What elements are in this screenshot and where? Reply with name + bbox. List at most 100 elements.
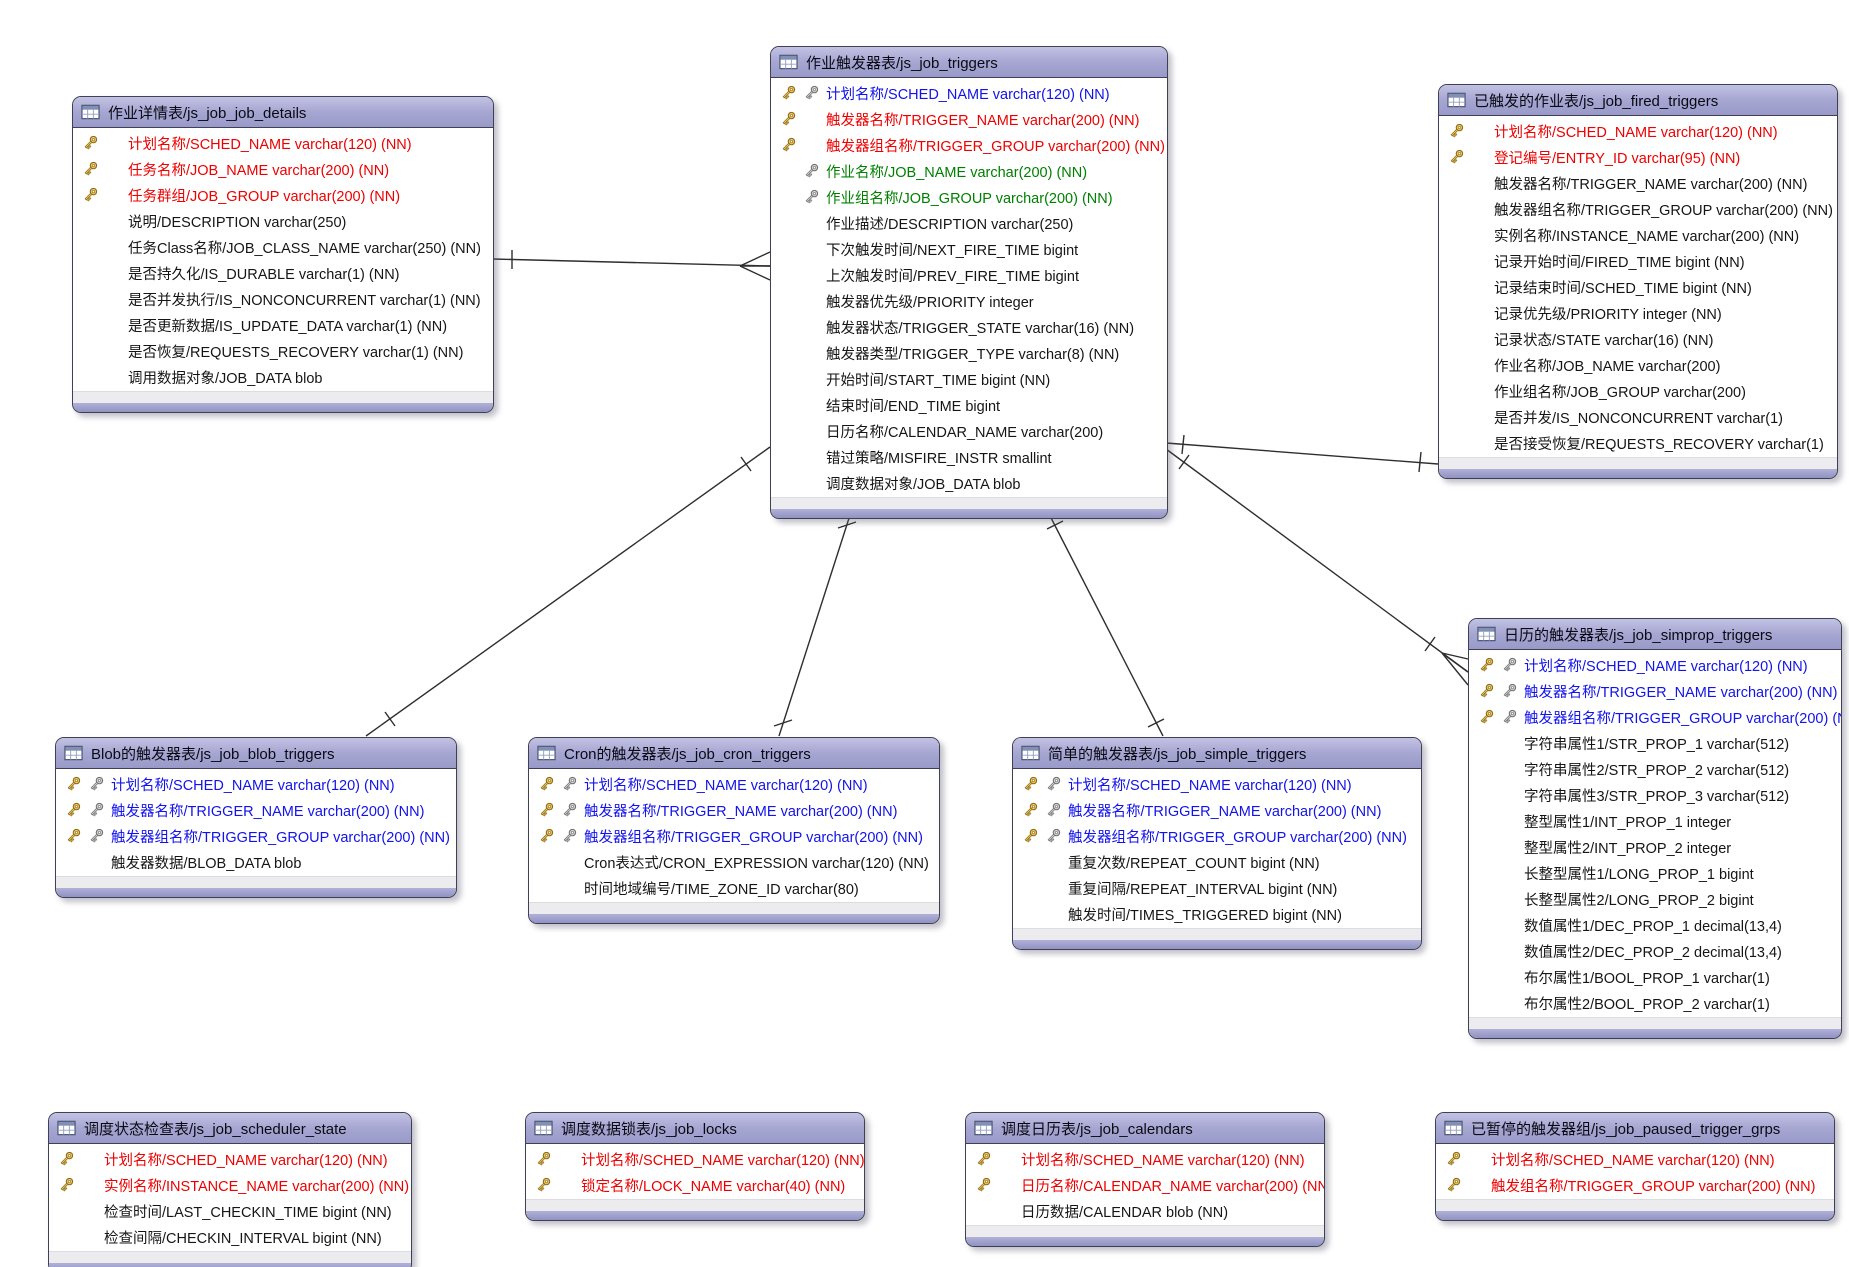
field-row[interactable]: 计划名称/SCHED_NAME varchar(120) (NN)	[529, 771, 939, 797]
field-row[interactable]: 触发器组名称/TRIGGER_GROUP varchar(200) (NN)	[771, 132, 1167, 158]
field-row[interactable]: 实例名称/INSTANCE_NAME varchar(200) (NN)	[1439, 222, 1837, 248]
field-row[interactable]: 计划名称/SCHED_NAME varchar(120) (NN)	[526, 1146, 864, 1172]
table-simple_triggers[interactable]: 简单的触发器表/js_job_simple_triggers 计划名称/SCHE…	[1012, 737, 1422, 950]
field-row[interactable]: 是否恢复/REQUESTS_RECOVERY varchar(1) (NN)	[73, 338, 493, 364]
field-row[interactable]: 触发器组名称/TRIGGER_GROUP varchar(200) (NN)	[1013, 823, 1421, 849]
field-row[interactable]: 日历名称/CALENDAR_NAME varchar(200)	[771, 418, 1167, 444]
field-row[interactable]: 计划名称/SCHED_NAME varchar(120) (NN)	[56, 771, 456, 797]
table-header[interactable]: 已触发的作业表/js_job_fired_triggers	[1439, 85, 1837, 116]
field-row[interactable]: 字符串属性2/STR_PROP_2 varchar(512)	[1469, 756, 1841, 782]
field-row[interactable]: 锁定名称/LOCK_NAME varchar(40) (NN)	[526, 1172, 864, 1198]
table-header[interactable]: 调度状态检查表/js_job_scheduler_state	[49, 1113, 411, 1144]
field-row[interactable]: 触发器优先级/PRIORITY integer	[771, 288, 1167, 314]
table-header[interactable]: 作业触发器表/js_job_triggers	[771, 47, 1167, 78]
field-row[interactable]: 记录优先级/PRIORITY integer (NN)	[1439, 300, 1837, 326]
field-row[interactable]: 计划名称/SCHED_NAME varchar(120) (NN)	[1436, 1146, 1834, 1172]
field-row[interactable]: 触发器类型/TRIGGER_TYPE varchar(8) (NN)	[771, 340, 1167, 366]
field-row[interactable]: 是否接受恢复/REQUESTS_RECOVERY varchar(1)	[1439, 430, 1837, 456]
field-row[interactable]: 触发器名称/TRIGGER_NAME varchar(200) (NN)	[771, 106, 1167, 132]
field-row[interactable]: 计划名称/SCHED_NAME varchar(120) (NN)	[1013, 771, 1421, 797]
field-row[interactable]: 错过策略/MISFIRE_INSTR smallint	[771, 444, 1167, 470]
table-job_details[interactable]: 作业详情表/js_job_job_details 计划名称/SCHED_NAME…	[72, 96, 494, 413]
table-cron_triggers[interactable]: Cron的触发器表/js_job_cron_triggers 计划名称/SCHE…	[528, 737, 940, 924]
field-row[interactable]: 调用数据对象/JOB_DATA blob	[73, 364, 493, 390]
field-row[interactable]: 是否持久化/IS_DURABLE varchar(1) (NN)	[73, 260, 493, 286]
field-row[interactable]: 检查时间/LAST_CHECKIN_TIME bigint (NN)	[49, 1198, 411, 1224]
field-row[interactable]: 计划名称/SCHED_NAME varchar(120) (NN)	[73, 130, 493, 156]
field-row[interactable]: 触发器组名称/TRIGGER_GROUP varchar(200) (NN)	[56, 823, 456, 849]
field-row[interactable]: 登记编号/ENTRY_ID varchar(95) (NN)	[1439, 144, 1837, 170]
field-row[interactable]: 日历数据/CALENDAR blob (NN)	[966, 1198, 1324, 1224]
field-row[interactable]: 字符串属性3/STR_PROP_3 varchar(512)	[1469, 782, 1841, 808]
field-row[interactable]: 触发器名称/TRIGGER_NAME varchar(200) (NN)	[529, 797, 939, 823]
field-row[interactable]: 触发器状态/TRIGGER_STATE varchar(16) (NN)	[771, 314, 1167, 340]
field-row[interactable]: 触发组名称/TRIGGER_GROUP varchar(200) (NN)	[1436, 1172, 1834, 1198]
field-row[interactable]: 任务名称/JOB_NAME varchar(200) (NN)	[73, 156, 493, 182]
field-row[interactable]: 作业组名称/JOB_GROUP varchar(200) (NN)	[771, 184, 1167, 210]
field-row[interactable]: 数值属性1/DEC_PROP_1 decimal(13,4)	[1469, 912, 1841, 938]
field-row[interactable]: 下次触发时间/NEXT_FIRE_TIME bigint	[771, 236, 1167, 262]
field-row[interactable]: 触发器名称/TRIGGER_NAME varchar(200) (NN)	[1013, 797, 1421, 823]
field-row[interactable]: 时间地域编号/TIME_ZONE_ID varchar(80)	[529, 875, 939, 901]
table-header[interactable]: Cron的触发器表/js_job_cron_triggers	[529, 738, 939, 769]
field-row[interactable]: 说明/DESCRIPTION varchar(250)	[73, 208, 493, 234]
field-row[interactable]: 触发器名称/TRIGGER_NAME varchar(200) (NN)	[56, 797, 456, 823]
field-row[interactable]: 任务Class名称/JOB_CLASS_NAME varchar(250) (N…	[73, 234, 493, 260]
field-row[interactable]: 数值属性2/DEC_PROP_2 decimal(13,4)	[1469, 938, 1841, 964]
field-row[interactable]: 触发器名称/TRIGGER_NAME varchar(200) (NN)	[1439, 170, 1837, 196]
field-row[interactable]: Cron表达式/CRON_EXPRESSION varchar(120) (NN…	[529, 849, 939, 875]
field-row[interactable]: 计划名称/SCHED_NAME varchar(120) (NN)	[771, 80, 1167, 106]
table-scheduler_state[interactable]: 调度状态检查表/js_job_scheduler_state 计划名称/SCHE…	[48, 1112, 412, 1267]
field-row[interactable]: 布尔属性1/BOOL_PROP_1 varchar(1)	[1469, 964, 1841, 990]
table-header[interactable]: 简单的触发器表/js_job_simple_triggers	[1013, 738, 1421, 769]
field-row[interactable]: 是否更新数据/IS_UPDATE_DATA varchar(1) (NN)	[73, 312, 493, 338]
field-row[interactable]: 记录状态/STATE varchar(16) (NN)	[1439, 326, 1837, 352]
field-row[interactable]: 计划名称/SCHED_NAME varchar(120) (NN)	[1469, 652, 1841, 678]
field-row[interactable]: 结束时间/END_TIME bigint	[771, 392, 1167, 418]
field-row[interactable]: 触发器名称/TRIGGER_NAME varchar(200) (NN)	[1469, 678, 1841, 704]
field-row[interactable]: 上次触发时间/PREV_FIRE_TIME bigint	[771, 262, 1167, 288]
field-row[interactable]: 计划名称/SCHED_NAME varchar(120) (NN)	[966, 1146, 1324, 1172]
field-row[interactable]: 计划名称/SCHED_NAME varchar(120) (NN)	[1439, 118, 1837, 144]
table-header[interactable]: 调度数据锁表/js_job_locks	[526, 1113, 864, 1144]
field-row[interactable]: 调度数据对象/JOB_DATA blob	[771, 470, 1167, 496]
field-row[interactable]: 作业名称/JOB_NAME varchar(200)	[1439, 352, 1837, 378]
field-row[interactable]: 触发时间/TIMES_TRIGGERED bigint (NN)	[1013, 901, 1421, 927]
field-row[interactable]: 记录结束时间/SCHED_TIME bigint (NN)	[1439, 274, 1837, 300]
field-row[interactable]: 开始时间/START_TIME bigint (NN)	[771, 366, 1167, 392]
table-header[interactable]: 调度日历表/js_job_calendars	[966, 1113, 1324, 1144]
field-row[interactable]: 是否并发/IS_NONCONCURRENT varchar(1)	[1439, 404, 1837, 430]
field-row[interactable]: 重复次数/REPEAT_COUNT bigint (NN)	[1013, 849, 1421, 875]
field-row[interactable]: 是否并发执行/IS_NONCONCURRENT varchar(1) (NN)	[73, 286, 493, 312]
table-simprop_triggers[interactable]: 日历的触发器表/js_job_simprop_triggers 计划名称/SCH…	[1468, 618, 1842, 1039]
field-row[interactable]: 长整型属性1/LONG_PROP_1 bigint	[1469, 860, 1841, 886]
field-row[interactable]: 计划名称/SCHED_NAME varchar(120) (NN)	[49, 1146, 411, 1172]
field-row[interactable]: 任务群组/JOB_GROUP varchar(200) (NN)	[73, 182, 493, 208]
field-row[interactable]: 触发器组名称/TRIGGER_GROUP varchar(200) (NN)	[1469, 704, 1841, 730]
field-row[interactable]: 作业描述/DESCRIPTION varchar(250)	[771, 210, 1167, 236]
field-row[interactable]: 作业组名称/JOB_GROUP varchar(200)	[1439, 378, 1837, 404]
field-row[interactable]: 日历名称/CALENDAR_NAME varchar(200) (NN)	[966, 1172, 1324, 1198]
field-row[interactable]: 整型属性2/INT_PROP_2 integer	[1469, 834, 1841, 860]
table-fired_triggers[interactable]: 已触发的作业表/js_job_fired_triggers 计划名称/SCHED…	[1438, 84, 1838, 479]
field-row[interactable]: 触发器组名称/TRIGGER_GROUP varchar(200) (NN)	[529, 823, 939, 849]
table-paused_trigger_grps[interactable]: 已暂停的触发器组/js_job_paused_trigger_grps 计划名称…	[1435, 1112, 1835, 1221]
field-row[interactable]: 检查间隔/CHECKIN_INTERVAL bigint (NN)	[49, 1224, 411, 1250]
field-row[interactable]: 重复间隔/REPEAT_INTERVAL bigint (NN)	[1013, 875, 1421, 901]
table-triggers[interactable]: 作业触发器表/js_job_triggers 计划名称/SCHED_NAME v…	[770, 46, 1168, 519]
table-header[interactable]: 作业详情表/js_job_job_details	[73, 97, 493, 128]
field-row[interactable]: 长整型属性2/LONG_PROP_2 bigint	[1469, 886, 1841, 912]
field-row[interactable]: 整型属性1/INT_PROP_1 integer	[1469, 808, 1841, 834]
field-row[interactable]: 作业名称/JOB_NAME varchar(200) (NN)	[771, 158, 1167, 184]
table-blob_triggers[interactable]: Blob的触发器表/js_job_blob_triggers 计划名称/SCHE…	[55, 737, 457, 898]
field-row[interactable]: 记录开始时间/FIRED_TIME bigint (NN)	[1439, 248, 1837, 274]
field-row[interactable]: 触发器数据/BLOB_DATA blob	[56, 849, 456, 875]
table-header[interactable]: 日历的触发器表/js_job_simprop_triggers	[1469, 619, 1841, 650]
table-calendars[interactable]: 调度日历表/js_job_calendars 计划名称/SCHED_NAME v…	[965, 1112, 1325, 1247]
field-row[interactable]: 字符串属性1/STR_PROP_1 varchar(512)	[1469, 730, 1841, 756]
table-header[interactable]: 已暂停的触发器组/js_job_paused_trigger_grps	[1436, 1113, 1834, 1144]
field-row[interactable]: 布尔属性2/BOOL_PROP_2 varchar(1)	[1469, 990, 1841, 1016]
table-header[interactable]: Blob的触发器表/js_job_blob_triggers	[56, 738, 456, 769]
field-row[interactable]: 触发器组名称/TRIGGER_GROUP varchar(200) (NN)	[1439, 196, 1837, 222]
table-locks[interactable]: 调度数据锁表/js_job_locks 计划名称/SCHED_NAME varc…	[525, 1112, 865, 1221]
